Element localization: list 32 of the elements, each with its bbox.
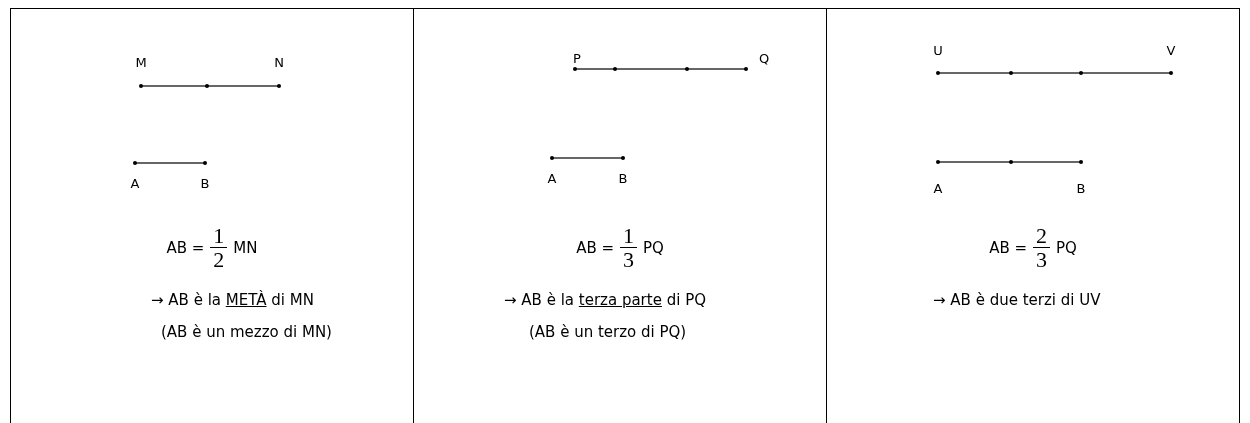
fraction: 1 2 <box>210 224 228 272</box>
sentence-text: di MN <box>271 291 314 309</box>
formula-text: MN <box>233 238 258 257</box>
formula-text: AB = <box>989 238 1027 257</box>
point-label: A <box>547 171 557 186</box>
underlined-text: METÀ <box>225 291 267 309</box>
sentence-text: → AB è la <box>504 291 574 309</box>
sentence-text: di PQ <box>666 291 706 309</box>
sentence-text: → AB è due terzi di UV <box>933 291 1101 309</box>
formula-text: AB = <box>576 238 614 257</box>
point-label: P <box>573 51 581 66</box>
sentence-text: (AB è un mezzo di MN) <box>161 323 332 341</box>
point-label: Q <box>758 51 770 66</box>
table-cell <box>826 8 1240 423</box>
sentence-text: → AB è la <box>151 291 221 309</box>
point-label: A <box>933 181 943 196</box>
point-label: M <box>135 55 147 70</box>
sentence-text: (AB è un terzo di PQ) <box>529 323 687 341</box>
fraction: 2 3 <box>1033 224 1050 272</box>
formula-text: AB = <box>166 238 205 257</box>
underlined-text: terza parte <box>578 291 662 309</box>
point-label: B <box>1076 181 1086 196</box>
point-label: U <box>933 43 943 58</box>
point-label: V <box>1166 43 1176 58</box>
point-label: B <box>618 171 628 186</box>
formula-text: PQ <box>643 238 664 257</box>
formula-text: PQ <box>1056 238 1077 257</box>
table-cell <box>10 8 414 423</box>
point-label: N <box>274 55 284 70</box>
fraction: 1 3 <box>620 224 637 272</box>
point-label: A <box>130 176 140 191</box>
point-label: B <box>200 176 210 191</box>
